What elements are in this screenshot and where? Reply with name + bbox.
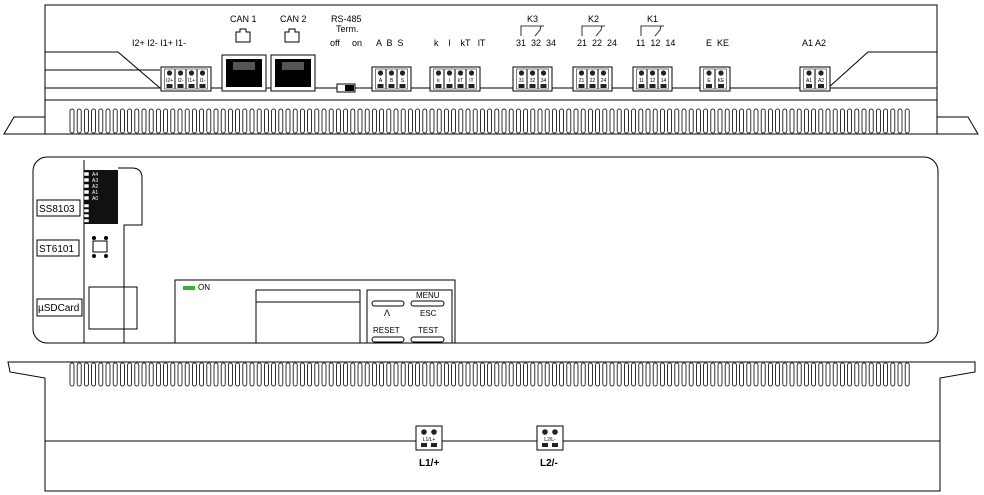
bottom-housing [7,361,976,492]
rs485-label: RS-485 [331,14,362,24]
menu-esc-button[interactable] [410,300,445,307]
top-vent-fins [69,108,910,134]
k1-label: K1 [647,14,658,24]
address-pin-label: A0 [92,196,98,202]
terminal-pin-label: 34 [541,78,547,84]
k1-header: 11 12 14 [636,38,675,48]
rs485-terminal-header: A B S [376,38,404,48]
k3-label: K3 [527,14,538,24]
rs485-term-label: Term. [336,24,359,34]
terminal-pin-label: B [390,78,394,84]
can2-label: CAN 2 [280,14,307,24]
terminal-block[interactable]: A1 A2 [799,66,831,92]
ct-terminal-header: I2+ I2- I1+ I1- [132,38,186,48]
sd-card-slot[interactable]: µSDCard [36,298,83,317]
up-button[interactable] [371,300,405,307]
l2-label: L2/- [540,458,558,469]
power-pin-label: L1/L+ [423,437,436,443]
terminal-pin-label: A2 [818,78,824,84]
address-pin-label: A4 [92,172,98,178]
terminal-pin-label: E [707,78,711,84]
small-component [92,236,108,258]
can-port-icons [235,28,300,43]
can1-label: CAN 1 [230,14,257,24]
test-button[interactable] [410,336,445,343]
sd-card-label: µSDCard [38,303,79,314]
terminal-pin-label: 32 [530,78,536,84]
terminal-pin-label: KE [718,78,725,84]
terminal-pin-label: 11 [639,78,644,84]
esc-label: ESC [420,309,437,318]
terminal-pin-label: 21 [579,78,585,84]
k2-label: K2 [588,14,599,24]
rs485-off-label: off [330,38,340,48]
a-terminal-header: A1 A2 [802,38,826,48]
k-terminal-header: k l kT lT [434,38,486,48]
power-terminal[interactable]: L2/L- [536,425,564,451]
reset-button[interactable] [371,336,405,343]
module-ss-label: SS8103 [39,204,75,215]
k2-header: 21 22 24 [577,38,617,48]
led-label: ON [198,283,210,292]
terminal-pin-label: 22 [590,78,596,84]
relay-contact-icons [520,25,664,37]
terminal-pin-label: kT [458,78,464,84]
up-button-label: Λ [384,308,390,318]
terminal-pin-label: 12 [650,78,656,84]
can1-jack[interactable] [221,54,267,92]
terminal-pin-label: 31 [519,78,525,84]
terminal-pin-label: l [449,78,450,84]
terminal-pin-label: A [379,78,383,84]
address-pin-label: A3 [92,178,98,184]
power-terminal[interactable]: L1/L+ [415,425,443,451]
terminal-pin-label: A1 [806,78,812,84]
test-label: TEST [418,326,439,335]
terminal-block[interactable]: I2+ I2- I1+ I1- [160,66,212,92]
terminal-pin-label: 14 [661,78,667,84]
terminal-pin-label: I1- [200,78,206,84]
power-led [183,286,195,290]
terminal-pin-label: I2+ [166,78,173,84]
address-pin-label: A1 [92,190,98,196]
terminal-pin-label: lT [469,78,473,84]
l1-label: L1/+ [419,458,439,469]
terminal-block[interactable]: 31 32 34 [512,66,553,92]
terminal-block[interactable]: 11 12 14 [632,66,673,92]
can2-jack[interactable] [270,54,316,92]
terminal-pin-label: k [437,78,440,84]
middle-housing [32,156,939,344]
terminal-block[interactable]: E KE [699,66,731,92]
module-st-label: ST6101 [39,244,74,255]
module-st-box: ST6101 [36,239,80,257]
k3-header: 31 32 34 [516,38,556,48]
module-ss-box: SS8103 [36,199,81,217]
terminal-pin-label: S [401,78,405,84]
terminal-pin-label: 24 [601,78,607,84]
terminal-pin-label: I2- [178,78,184,84]
menu-label: MENU [416,291,440,300]
address-switch-block [84,170,118,224]
bottom-vent-fins [69,362,910,387]
terminal-block[interactable]: k l kT lT [429,66,481,92]
rs485-on-label: on [352,38,362,48]
power-pin-label: L2/L- [544,437,556,443]
address-pin-label: A2 [92,184,98,190]
bottom-terminal-blocks: L1/L+ L2/L- [415,425,564,451]
reset-label: RESET [373,326,400,335]
rs485-term-switch[interactable] [336,83,356,93]
terminal-pin-label: I1+ [188,78,195,84]
e-terminal-header: E KE [706,38,729,48]
terminal-block[interactable]: 21 22 24 [572,66,613,92]
